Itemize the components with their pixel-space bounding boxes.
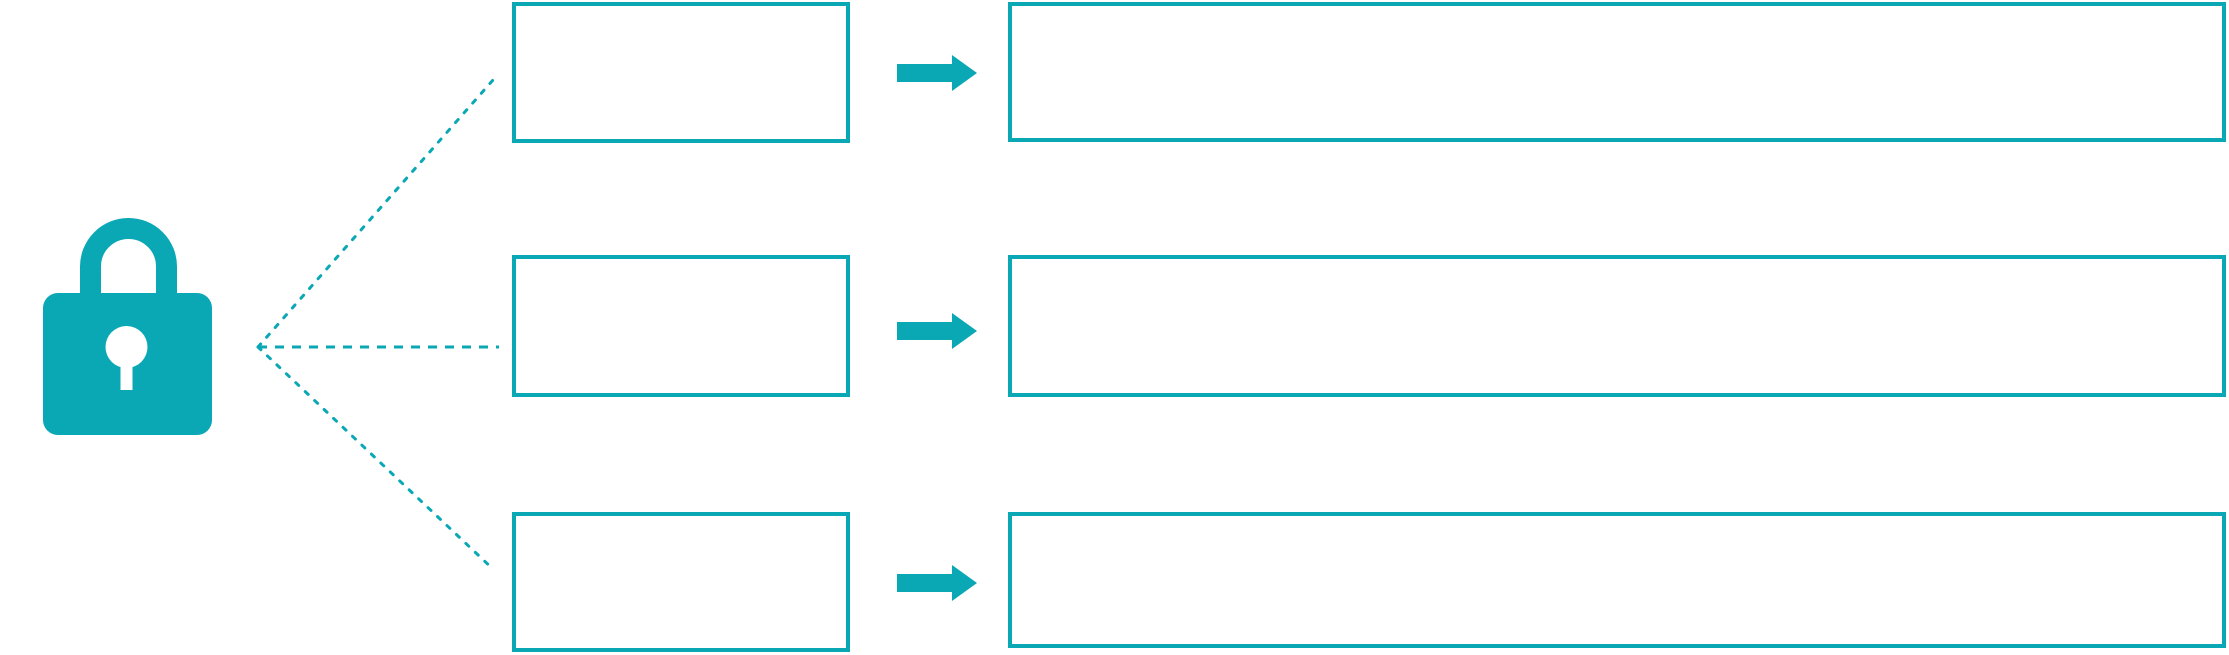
connector-bottom xyxy=(256,345,496,572)
connector-top xyxy=(256,78,495,349)
source-box xyxy=(512,512,850,652)
target-box xyxy=(1008,255,2226,397)
right-arrow-icon xyxy=(897,313,977,349)
lock-icon xyxy=(43,218,212,435)
lock-shackle xyxy=(80,218,177,295)
target-box xyxy=(1008,512,2226,648)
target-box xyxy=(1008,2,2226,142)
right-arrow-icon xyxy=(897,55,977,91)
lock-keyhole-slot xyxy=(120,347,133,390)
source-box xyxy=(512,2,850,143)
right-arrow-icon xyxy=(897,565,977,601)
source-box xyxy=(512,255,850,397)
